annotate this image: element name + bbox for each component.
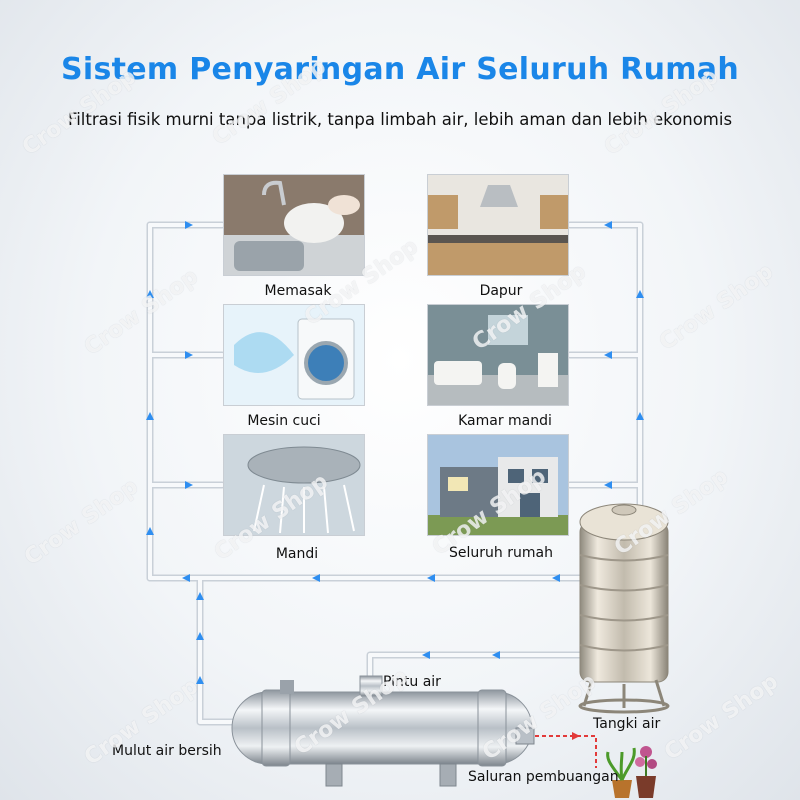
room-label-mesin-cuci: Mesin cuci (247, 413, 321, 429)
photo-cooking (223, 174, 365, 276)
outlet-label: Mulut air bersih (112, 743, 222, 759)
photo-shower (223, 434, 365, 536)
tank-label: Tangki air (593, 716, 661, 732)
washing-machine-icon (224, 305, 364, 405)
drain-label: Saluran pembuangan (468, 769, 619, 785)
flow-arrows (146, 221, 644, 684)
photo-bathroom (427, 304, 569, 406)
water-tank (578, 503, 670, 714)
house-icon (428, 435, 568, 535)
room-label-seluruh-rumah: Seluruh rumah (449, 545, 553, 561)
room-label-memasak: Memasak (264, 283, 332, 299)
potted-plant (606, 746, 657, 798)
room-label-dapur: Dapur (479, 283, 523, 299)
room-label-kamar-mandi: Kamar mandi (458, 413, 552, 429)
room-label-mandi: Mandi (275, 546, 319, 562)
photo-kitchen (427, 174, 569, 276)
photo-house (427, 434, 569, 536)
cooking-sink-icon (224, 175, 364, 275)
drain-line (528, 732, 597, 768)
page-title: Sistem Penyaringan Air Seluruh Rumah (61, 52, 739, 87)
kitchen-icon (428, 175, 568, 275)
shower-head-icon (224, 435, 364, 535)
page-subtitle: Filtrasi fisik murni tanpa listrik, tanp… (67, 110, 733, 129)
filter-housing (231, 675, 535, 787)
bathroom-icon (428, 305, 568, 405)
inlet-label: Pintu air (383, 674, 441, 690)
photo-washing (223, 304, 365, 406)
